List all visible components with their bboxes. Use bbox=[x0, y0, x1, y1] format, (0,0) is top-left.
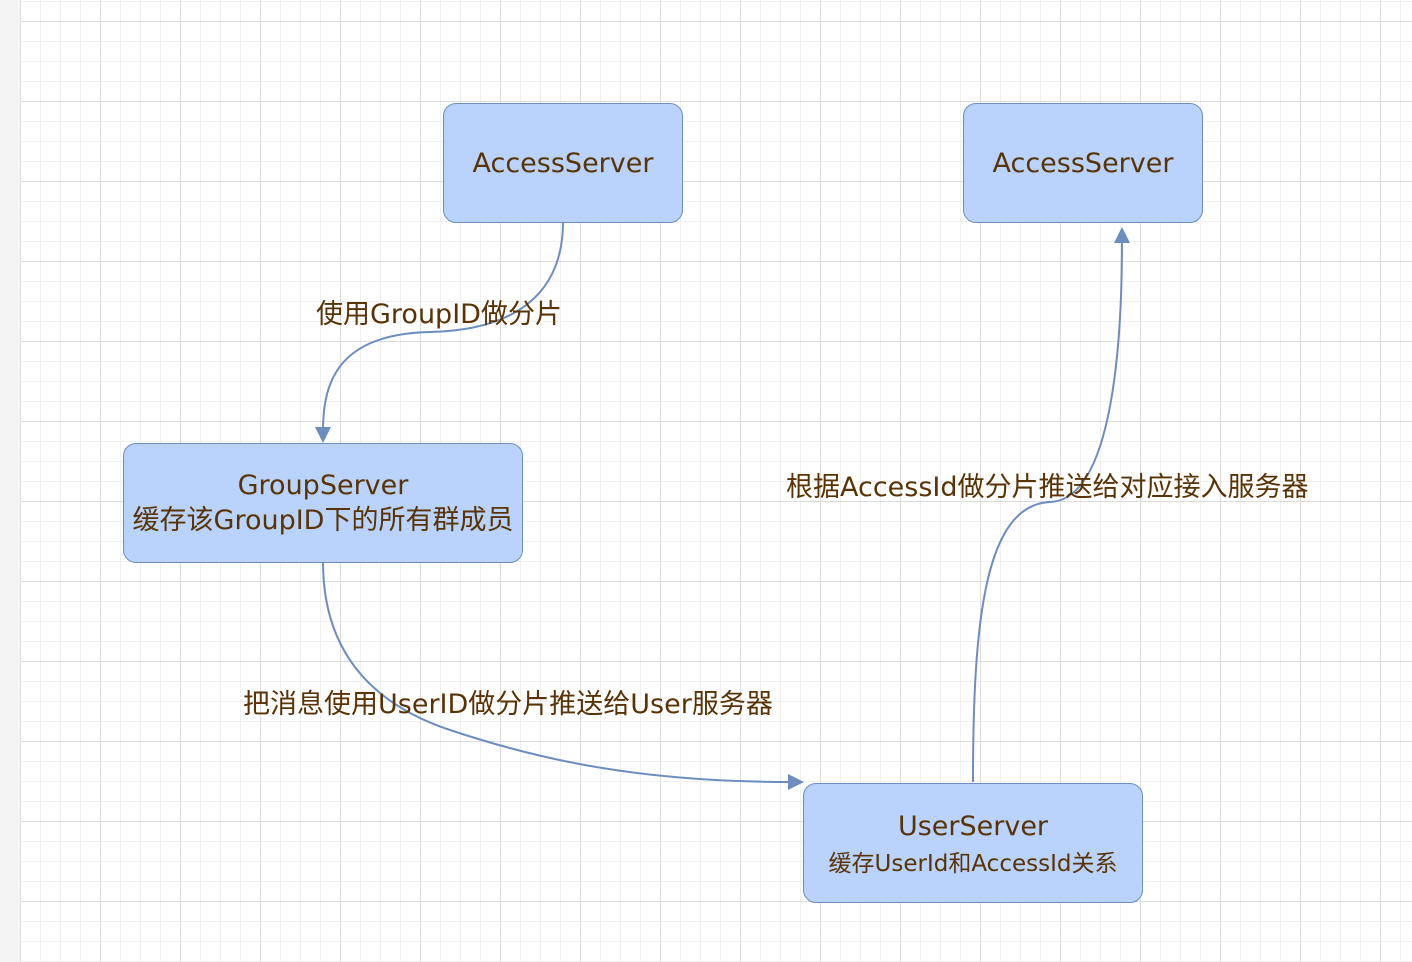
arrowhead-group-to-user bbox=[788, 774, 804, 790]
edge-label-group-to-user: 把消息使用UserID做分片推送给User服务器 bbox=[243, 689, 773, 720]
edge-label-access-to-group: 使用GroupID做分片 bbox=[316, 299, 562, 330]
access-server-left-node[interactable]: AccessServer bbox=[443, 103, 683, 223]
group-server-title: GroupServer bbox=[237, 470, 409, 501]
user-server-title: UserServer bbox=[897, 810, 1049, 842]
edge-access-to-group[interactable] bbox=[322, 221, 564, 431]
arrowhead-user-to-access bbox=[1114, 227, 1130, 243]
access-server-left-label: AccessServer bbox=[472, 147, 654, 179]
left-panel-edge bbox=[0, 0, 21, 962]
edge-label-user-to-access: 根据AccessId做分片推送给对应接入服务器 bbox=[786, 472, 1309, 503]
arrowhead-access-to-group bbox=[315, 427, 331, 443]
edge-user-to-access[interactable] bbox=[972, 241, 1123, 783]
edge-group-to-user[interactable] bbox=[322, 561, 791, 783]
access-server-right-label: AccessServer bbox=[992, 147, 1174, 179]
access-server-right-node[interactable]: AccessServer bbox=[963, 103, 1203, 223]
user-server-description: 缓存UserId和AccessId关系 bbox=[828, 850, 1118, 877]
group-server-node[interactable]: GroupServer 缓存该GroupID下的所有群成员 bbox=[123, 443, 523, 563]
group-server-description: 缓存该GroupID下的所有群成员 bbox=[132, 505, 514, 536]
user-server-node[interactable]: UserServer 缓存UserId和AccessId关系 bbox=[803, 783, 1143, 903]
